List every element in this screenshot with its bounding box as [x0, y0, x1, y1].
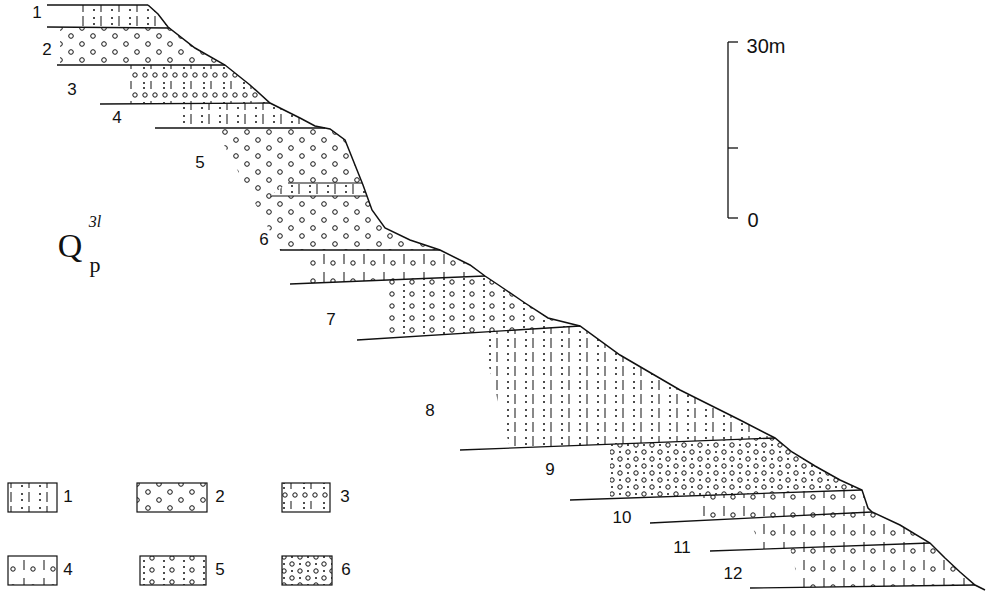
layer-boundary: [750, 585, 975, 588]
stratum-code: Q: [56, 227, 85, 264]
legend-label: 6: [339, 561, 352, 580]
band-boundary: [288, 182, 362, 183]
layer-number: 5: [193, 154, 206, 173]
slope-profile: [148, 5, 985, 590]
stratum-superscript: 3l: [87, 213, 103, 231]
stratum-subscript: p: [88, 253, 103, 277]
layer-fill: [610, 438, 862, 499]
layer-fill: [175, 103, 325, 128]
layer-number: 1: [30, 4, 43, 23]
legend-swatch: [137, 483, 207, 512]
scale-label: 30m: [745, 35, 788, 57]
legend-label: 5: [213, 561, 226, 580]
scale-line: [727, 42, 728, 218]
layer-boundary: [155, 127, 325, 128]
layer-boundary: [710, 543, 930, 551]
layer-boundary: [460, 438, 775, 450]
legend-swatch: [140, 556, 206, 585]
layer-fill: [60, 27, 225, 65]
band-boundary: [270, 195, 367, 196]
layer-boundary: [57, 64, 225, 65]
legend-label: 2: [213, 488, 226, 507]
scale-label: 0: [745, 209, 760, 231]
scale-tick: [728, 147, 738, 148]
legend-label: 1: [61, 488, 74, 507]
layer-number: 8: [423, 402, 436, 421]
scale-tick: [728, 217, 738, 218]
layer-boundary: [280, 249, 440, 250]
silt-band: [270, 183, 367, 196]
layer-fill: [480, 326, 775, 448]
legend-swatch: [282, 483, 330, 512]
layer-boundary: [290, 276, 485, 284]
layer-number: 3: [65, 81, 78, 100]
scale-bar: [728, 42, 738, 218]
layer-number: 9: [543, 461, 556, 480]
layer-number: 11: [671, 539, 693, 558]
layer-fill: [790, 543, 975, 587]
layer-number: 12: [722, 565, 745, 584]
legend-label: 4: [61, 561, 74, 580]
layer-fill: [80, 5, 169, 28]
legend-label: 3: [338, 488, 351, 507]
legend-swatch: [8, 556, 57, 585]
layer-fill: [215, 128, 440, 250]
layer-number: 4: [110, 109, 123, 128]
legend-swatch: [8, 483, 57, 512]
layer-boundary: [650, 512, 872, 523]
scale-tick: [728, 41, 738, 42]
layer-boundary: [570, 490, 862, 500]
layer-number: 7: [324, 311, 337, 330]
layer-number: 10: [611, 509, 634, 528]
layer-number: 2: [40, 41, 53, 60]
legend-swatch: [282, 556, 332, 585]
layer-boundary: [357, 326, 580, 340]
layer-boundary: [47, 4, 148, 5]
layer-boundary: [100, 103, 270, 104]
layer-number: 6: [257, 231, 270, 250]
layer-boundary: [47, 27, 169, 28]
